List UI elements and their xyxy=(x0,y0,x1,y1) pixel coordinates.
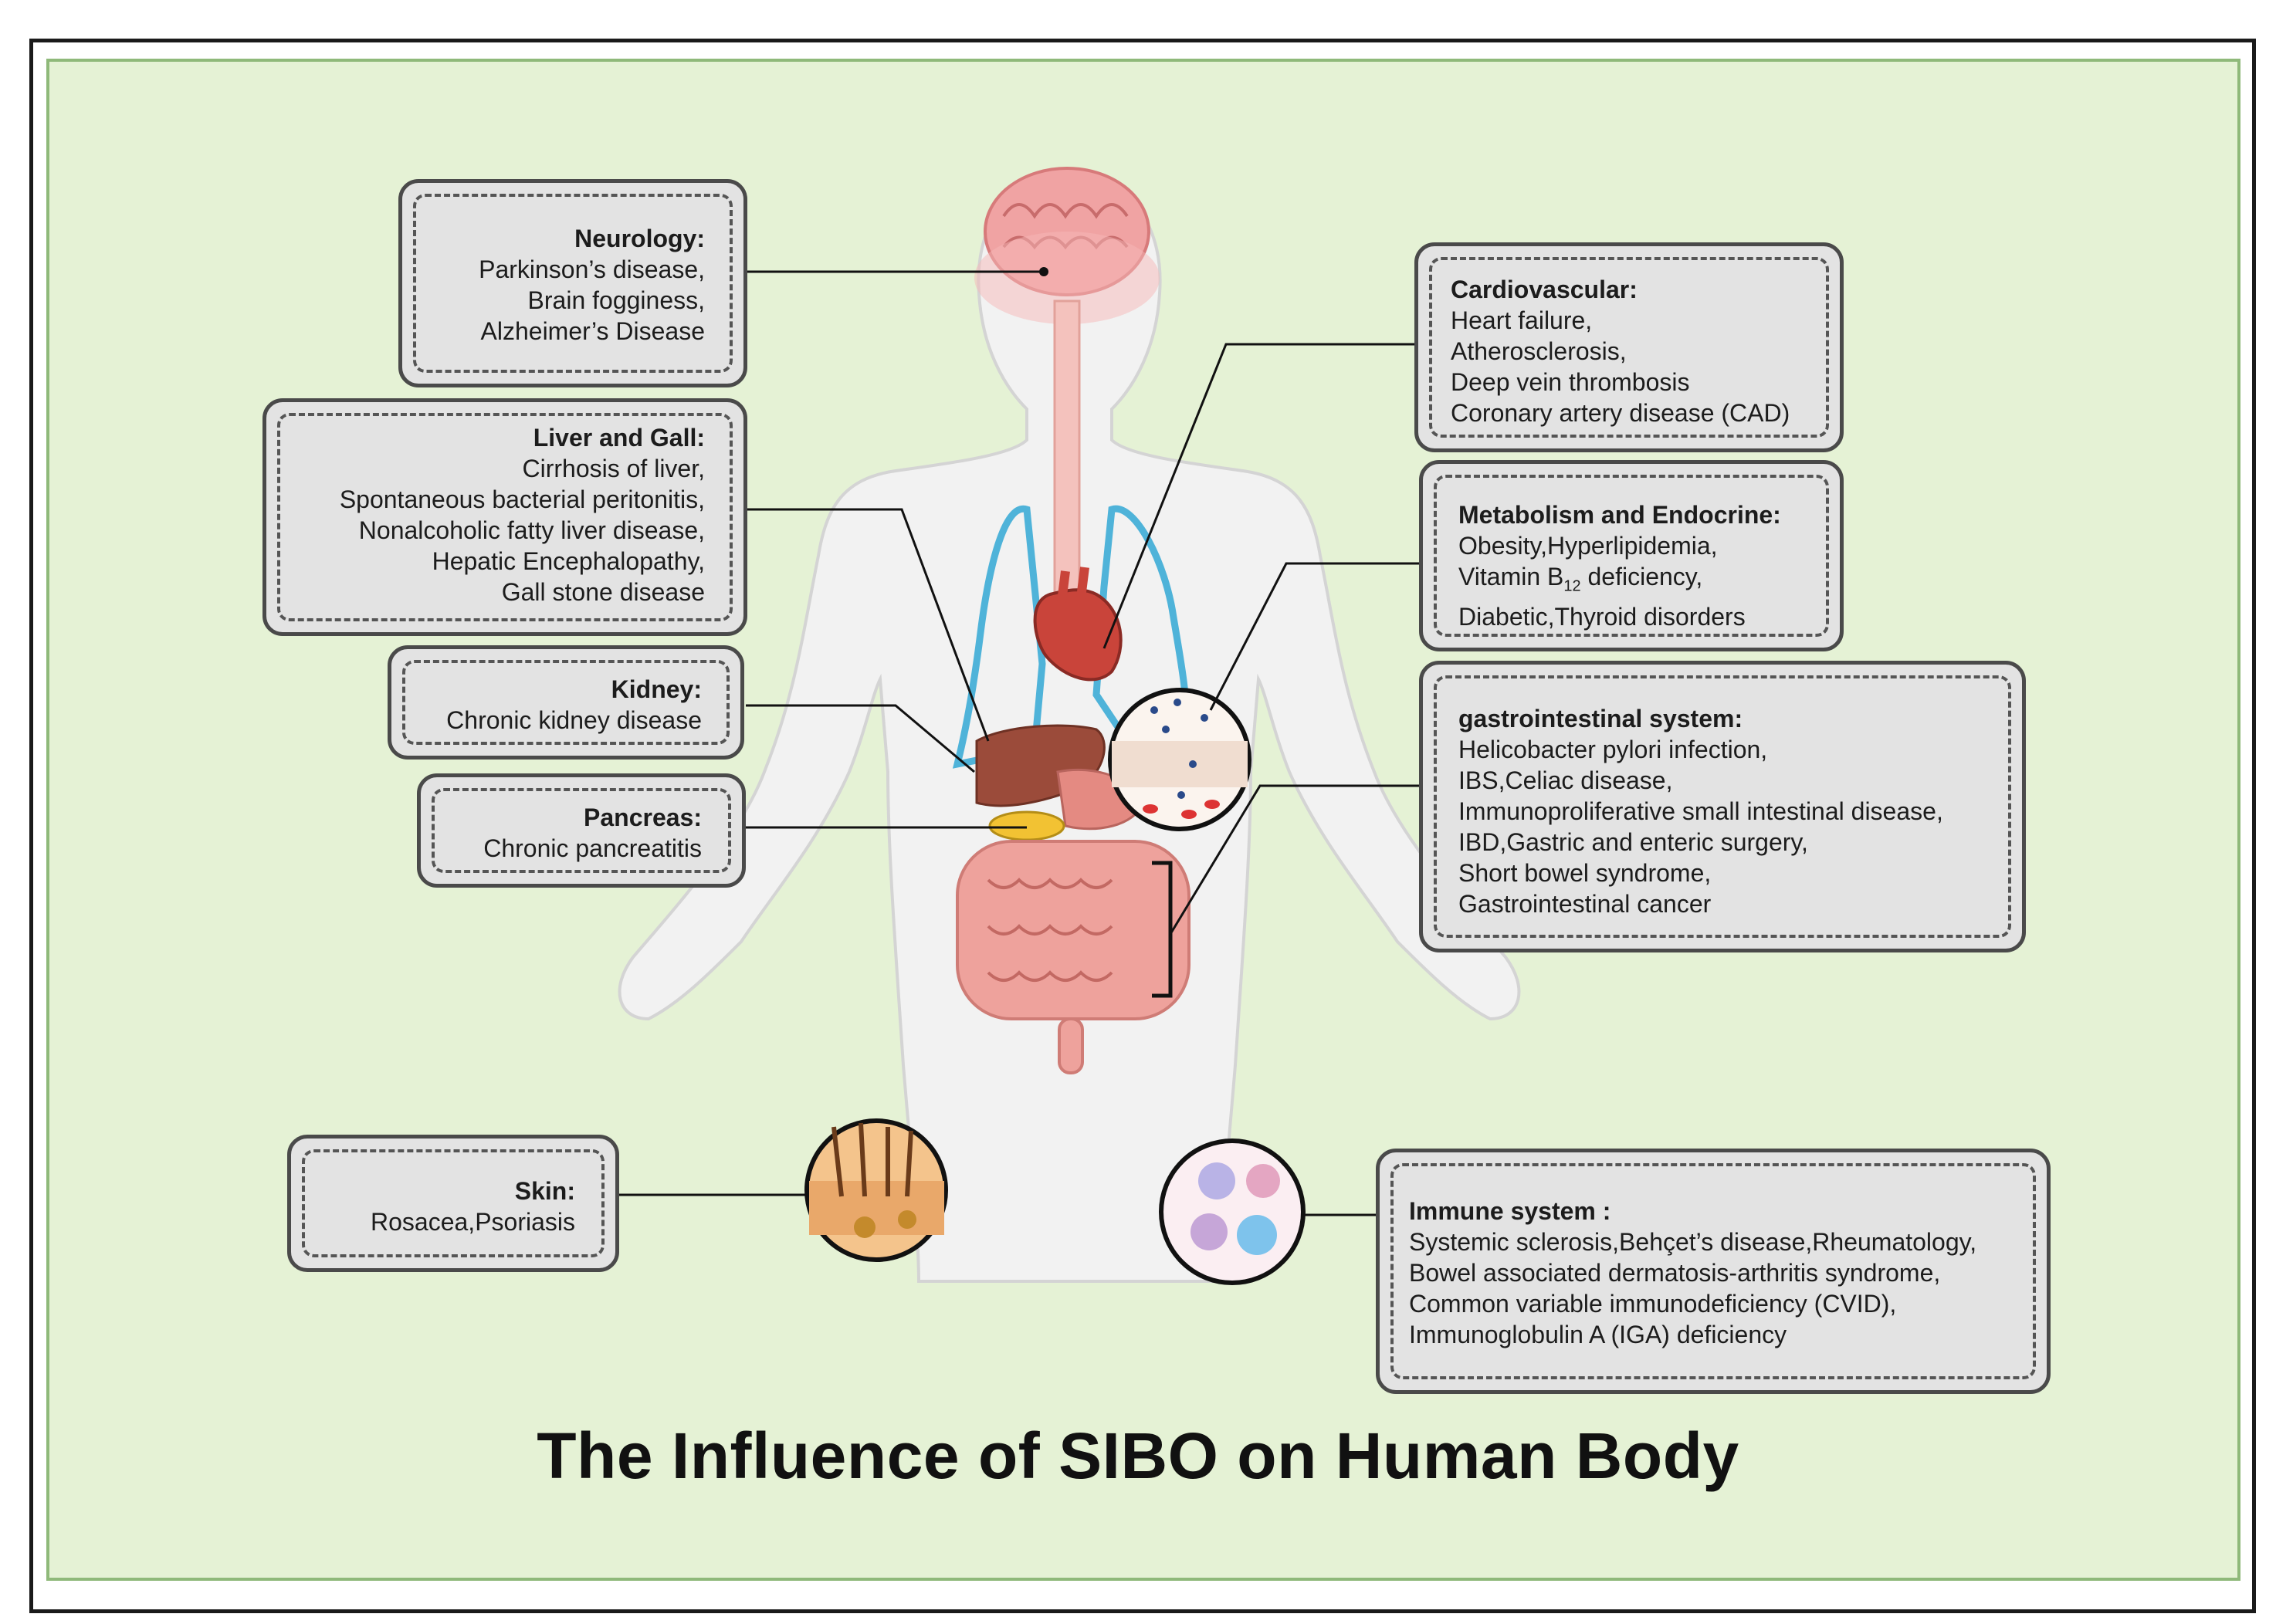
pancreas-item: Chronic pancreatitis xyxy=(483,834,702,862)
liver-gall-item: Cirrhosis of liver, xyxy=(522,455,706,482)
gut-wall-magnifier-icon xyxy=(1108,688,1251,831)
immune-system-item: Immunoglobulin A (IGA) deficiency xyxy=(1409,1321,1787,1348)
immune-cells-magnifier-icon xyxy=(1159,1138,1306,1285)
skin-box-border xyxy=(302,1149,605,1257)
brain-icon xyxy=(974,167,1160,324)
liver-gall-title: Liver and Gall: xyxy=(533,424,705,452)
metabolism-item: Diabetic,Thyroid disorders xyxy=(1458,603,1746,631)
cardiovascular-item: Atherosclerosis, xyxy=(1451,337,1627,365)
immune-system-title: Immune system : xyxy=(1409,1197,1611,1225)
diagram-title: The Influence of SIBO on Human Body xyxy=(537,1419,1739,1492)
intestines-icon xyxy=(956,840,1190,1074)
neurology-box-border xyxy=(413,194,733,373)
cardiovascular-item: Deep vein thrombosis xyxy=(1451,368,1690,396)
skin-magnifier-icon xyxy=(804,1118,948,1262)
liver-gall-item: Gall stone disease xyxy=(501,578,705,606)
neurology-item: Alzheimer’s Disease xyxy=(480,317,705,345)
kidney-box: Kidney: Chronic kidney disease xyxy=(388,645,744,760)
skin-box: Skin: Rosacea,Psoriasis xyxy=(287,1135,619,1272)
gastrointestinal-item: Short bowel syndrome, xyxy=(1458,859,1712,887)
cardiovascular-item: Heart failure, xyxy=(1451,306,1593,334)
gastrointestinal-item: IBS,Celiac disease, xyxy=(1458,766,1673,794)
cardiovascular-box-border xyxy=(1429,257,1829,438)
liver-gall-item: Hepatic Encephalopathy, xyxy=(432,547,705,575)
liver-gall-box: Liver and Gall: Cirrhosis of liver, Spon… xyxy=(262,398,747,636)
liver-gall-box-border xyxy=(277,413,733,621)
immune-system-item: Systemic sclerosis,Behçet’s disease,Rheu… xyxy=(1409,1228,1977,1256)
gastrointestinal-item: Helicobacter pylori infection, xyxy=(1458,736,1768,763)
pancreas-box: Pancreas: Chronic pancreatitis xyxy=(417,773,746,888)
metabolism-b12-subscript: 12 xyxy=(1563,577,1581,595)
metabolism-box: Metabolism and Endocrine: Obesity,Hyperl… xyxy=(1419,460,1844,651)
neurology-title: Neurology: xyxy=(574,225,705,252)
cardiovascular-title: Cardiovascular: xyxy=(1451,276,1638,303)
metabolism-b12-text: Vitamin B xyxy=(1458,563,1564,590)
immune-system-box-border xyxy=(1390,1163,2036,1379)
gastrointestinal-item: Gastrointestinal cancer xyxy=(1458,890,1712,918)
connector-lines xyxy=(619,270,1419,1216)
liver-gall-item: Nonalcoholic fatty liver disease, xyxy=(358,516,705,544)
immune-system-box: Immune system : Systemic sclerosis,Behçe… xyxy=(1376,1149,2051,1394)
immune-system-item: Bowel associated dermatosis-arthritis sy… xyxy=(1409,1259,1941,1287)
gastrointestinal-item: Immunoproliferative small intestinal dis… xyxy=(1458,797,1943,825)
neurology-item: Brain fogginess, xyxy=(527,286,705,314)
metabolism-box-border xyxy=(1434,475,1829,637)
pancreas-title: Pancreas: xyxy=(584,804,702,831)
metabolism-item: Obesity,Hyperlipidemia, xyxy=(1458,532,1718,560)
kidney-item: Chronic kidney disease xyxy=(446,706,702,734)
intestine-bracket xyxy=(1152,861,1173,998)
pancreas-icon xyxy=(988,810,1065,841)
immune-system-item: Common variable immunodeficiency (CVID), xyxy=(1409,1290,1897,1318)
neurology-item: Parkinson’s disease, xyxy=(479,255,705,283)
liver-gall-item: Spontaneous bacterial peritonitis, xyxy=(339,486,705,513)
gastrointestinal-box-border xyxy=(1434,675,2011,938)
gastrointestinal-box: gastrointestinal system: Helicobacter py… xyxy=(1419,661,2026,952)
skin-item: Rosacea,Psoriasis xyxy=(371,1208,575,1236)
metabolism-b12-rest: deficiency, xyxy=(1580,563,1703,590)
metabolism-title: Metabolism and Endocrine: xyxy=(1458,501,1781,529)
gastrointestinal-title: gastrointestinal system: xyxy=(1458,705,1743,732)
heart-icon xyxy=(1033,567,1123,682)
kidney-title: Kidney: xyxy=(611,675,702,703)
cardiovascular-box: Cardiovascular: Heart failure, Atheroscl… xyxy=(1414,242,1844,452)
neurology-box: Neurology: Parkinson’s disease, Brain fo… xyxy=(398,179,747,387)
gastrointestinal-item: IBD,Gastric and enteric surgery, xyxy=(1458,828,1808,856)
esophagus-icon xyxy=(1053,299,1081,604)
kidney-box-border xyxy=(402,660,730,745)
metabolism-item-b12: Vitamin B12 deficiency, xyxy=(1458,561,1781,601)
skin-title: Skin: xyxy=(514,1177,575,1205)
cardiovascular-item: Coronary artery disease (CAD) xyxy=(1451,399,1790,427)
pancreas-box-border xyxy=(432,788,731,873)
